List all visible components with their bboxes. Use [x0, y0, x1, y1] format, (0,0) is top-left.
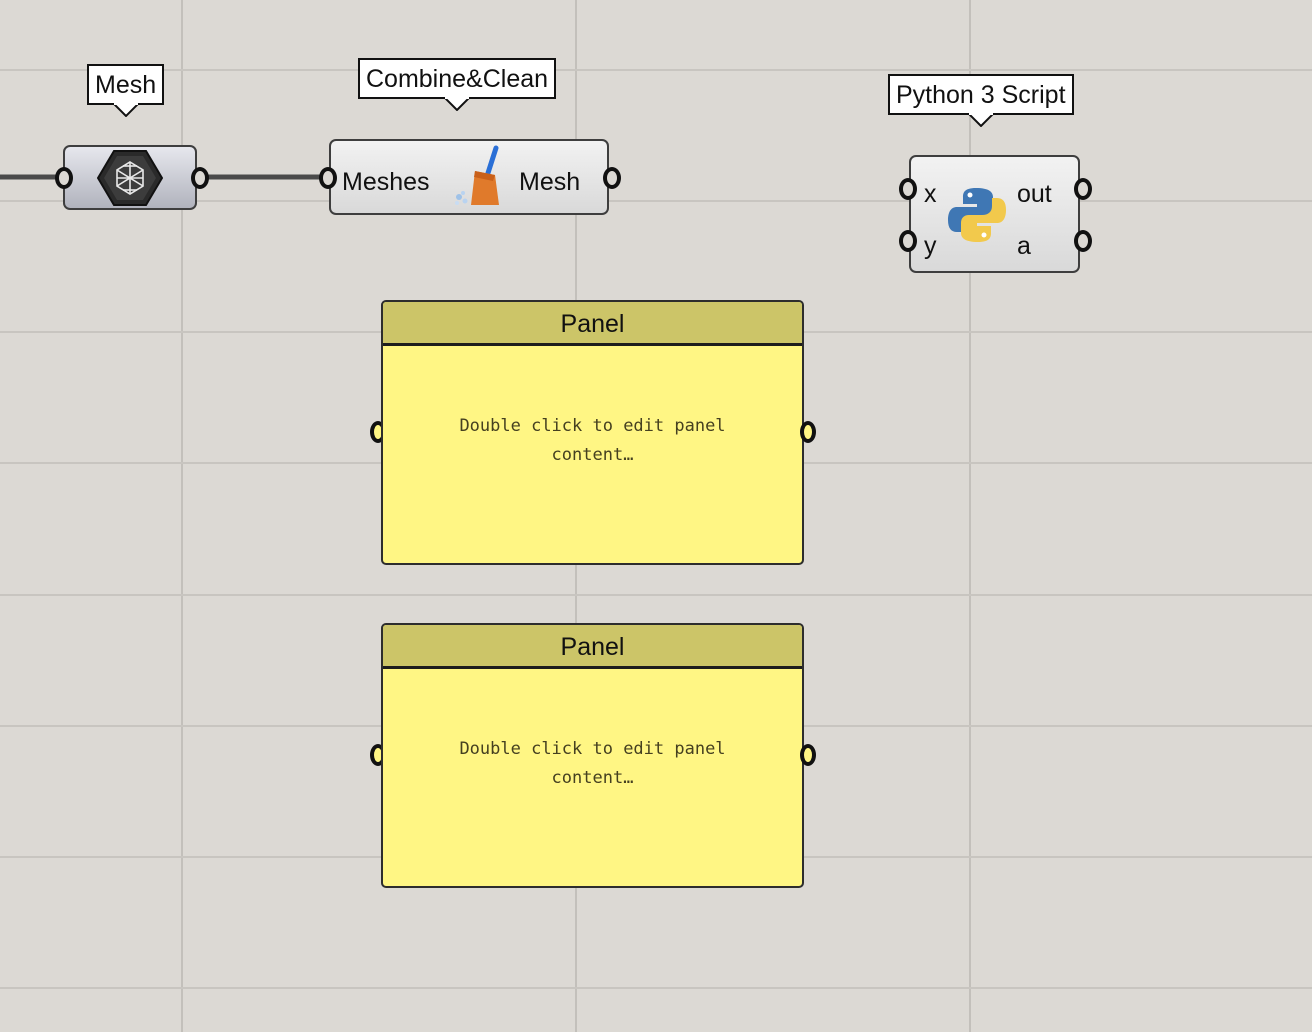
python-icon: [948, 188, 1006, 242]
meshes-input-grip[interactable]: [319, 167, 337, 189]
mesh-parameter[interactable]: [55, 145, 209, 210]
panel-1-placeholder-line2: content…: [551, 445, 634, 465]
panel-2-title: Panel: [383, 625, 802, 669]
grid-line: [969, 0, 971, 1032]
panel-1-placeholder-line1: Double click to edit panel: [459, 416, 726, 436]
python-script-label: Python 3 Script: [888, 74, 1074, 127]
grid-line: [0, 987, 1312, 989]
mesh-icon: [97, 150, 163, 206]
combine-clean-component[interactable]: Meshes Mesh: [319, 139, 621, 215]
panel-2-placeholder-line1: Double click to edit panel: [459, 739, 726, 759]
x-input-label: x: [924, 180, 937, 208]
combine-clean-label: Combine&Clean: [358, 58, 557, 111]
a-output-label: a: [1017, 232, 1031, 260]
meshes-input-label: Meshes: [342, 168, 430, 196]
grid-line: [0, 594, 1312, 596]
panel-1[interactable]: Panel Double click to edit panel content…: [381, 300, 804, 565]
y-input-label: y: [924, 232, 937, 260]
combine-clean-label-text: Combine&Clean: [366, 65, 549, 93]
label-pointer: [444, 97, 471, 111]
mesh-input-grip[interactable]: [55, 167, 73, 189]
panel-1-placeholder: Double click to edit panel content…: [383, 412, 802, 470]
y-input-grip[interactable]: [899, 230, 917, 252]
label-pointer: [112, 103, 139, 117]
mesh-output-grip[interactable]: [603, 167, 621, 189]
x-input-grip[interactable]: [899, 178, 917, 200]
a-output-grip[interactable]: [1074, 230, 1092, 252]
mesh-label: Mesh: [87, 64, 165, 117]
panel-2[interactable]: Panel Double click to edit panel content…: [381, 623, 804, 888]
python-script-label-text: Python 3 Script: [896, 81, 1066, 109]
mesh-output-grip[interactable]: [191, 167, 209, 189]
panel-2-placeholder-line2: content…: [551, 768, 634, 788]
label-pointer: [967, 113, 994, 127]
out-output-grip[interactable]: [1074, 178, 1092, 200]
mesh-output-label: Mesh: [519, 168, 581, 196]
grid-line: [0, 200, 1312, 202]
panel-2-output-grip[interactable]: [800, 744, 816, 766]
grid-line: [181, 0, 183, 1032]
mesh-label-text: Mesh: [95, 71, 157, 99]
panel-1-output-grip[interactable]: [800, 421, 816, 443]
grid-line: [0, 69, 1312, 71]
broom-icon: [455, 145, 499, 205]
out-output-label: out: [1017, 180, 1052, 208]
python-script-component[interactable]: x y out a: [899, 155, 1092, 273]
panel-1-title: Panel: [383, 302, 802, 346]
panel-2-placeholder: Double click to edit panel content…: [383, 735, 802, 793]
